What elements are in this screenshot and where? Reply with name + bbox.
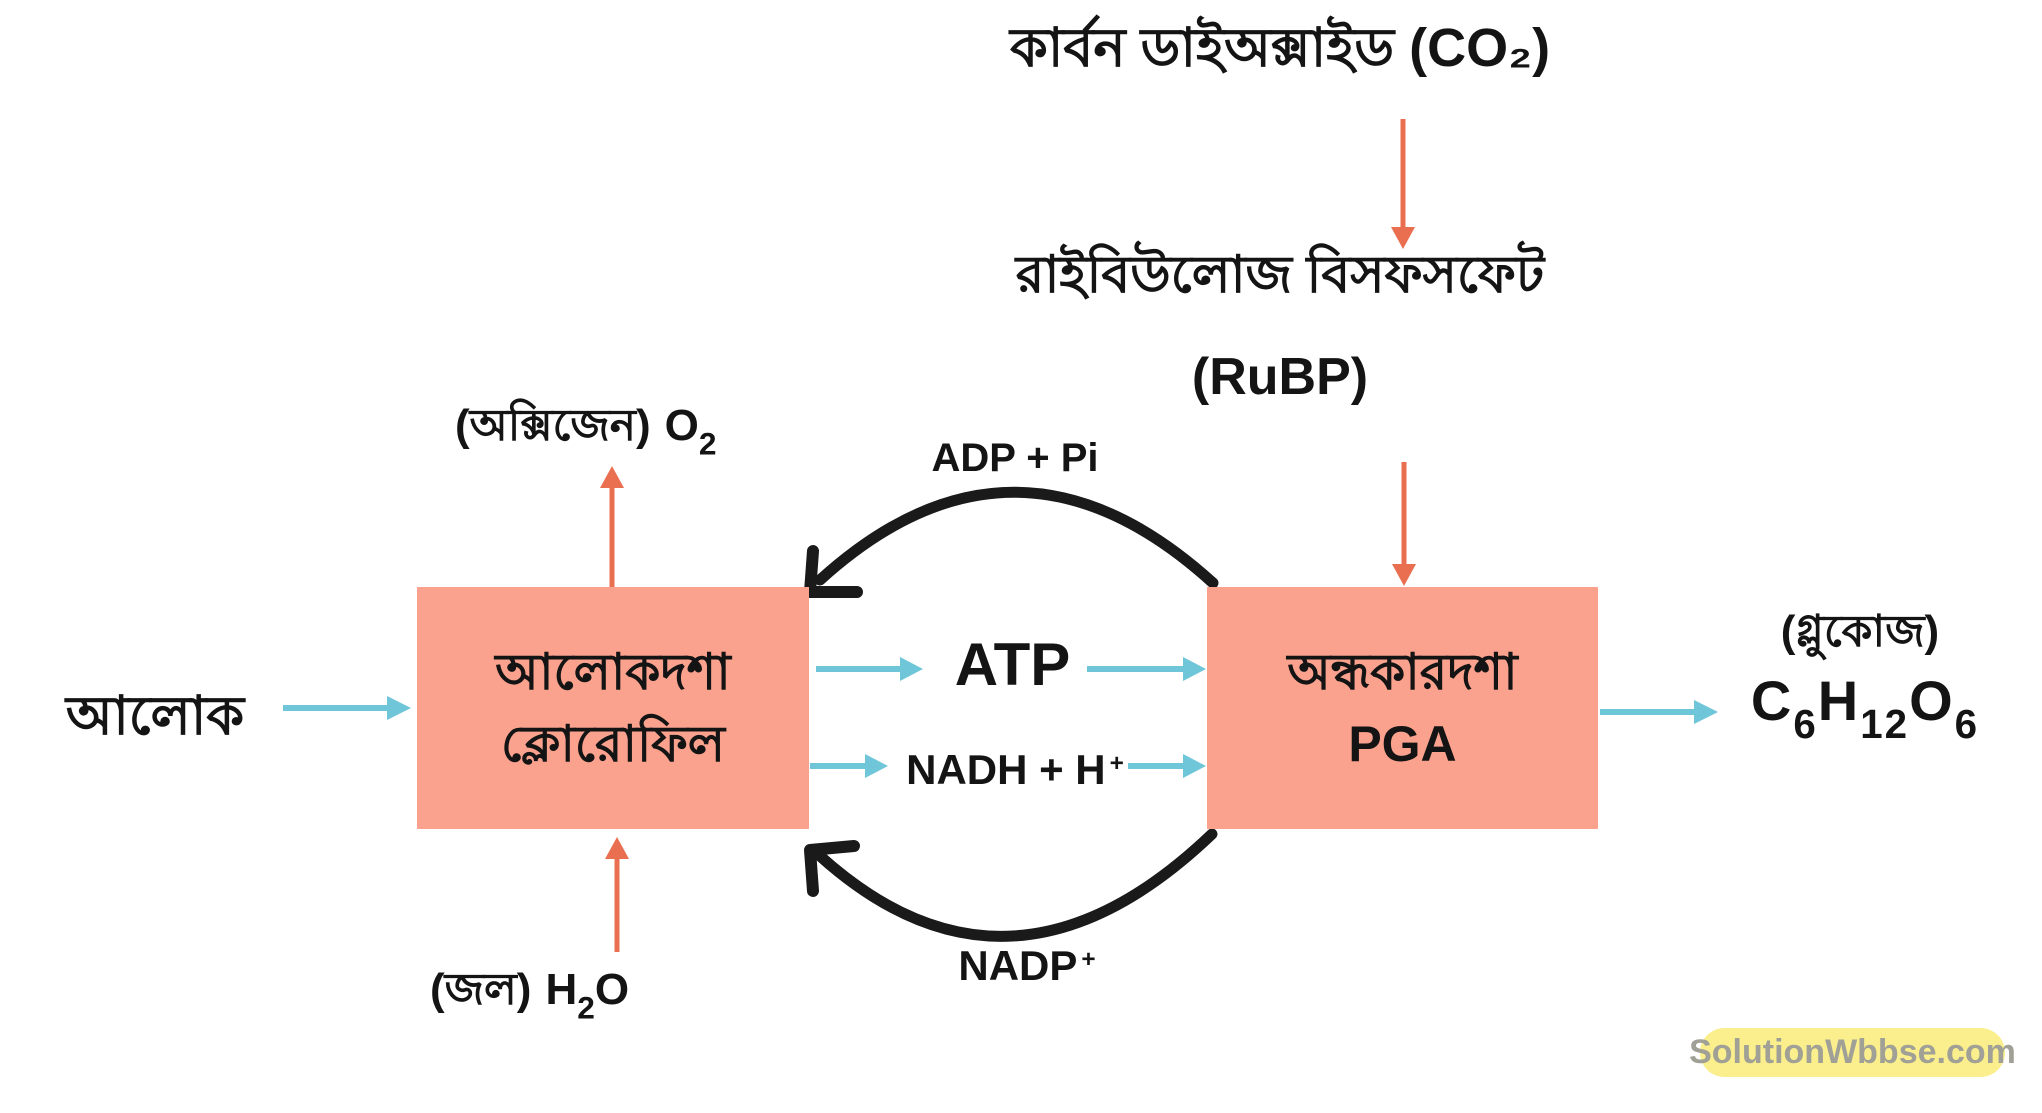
- arrow-light-to-lightbox-icon: [283, 696, 411, 720]
- rubp-label-line2: (RuBP): [1191, 348, 1369, 406]
- dark-phase-box: অন্ধকারদশা PGA: [1207, 587, 1598, 829]
- glucose-formula-label: C6H12O6: [1725, 668, 2005, 744]
- watermark-badge: SolutionWbbse.com: [1689, 1028, 2016, 1077]
- glucose-c: C: [1750, 669, 1794, 732]
- atp-label: ATP: [954, 631, 1071, 698]
- arrow-water-to-lightbox-icon: [605, 837, 629, 952]
- oxygen-label: (অক্সিজেন) O2: [455, 392, 795, 465]
- water-label: (জল) H2O: [430, 956, 710, 1029]
- light-phase-box: আলোকদশা ক্লোরোফিল: [417, 587, 809, 829]
- nadh-base: NADH + H: [906, 746, 1106, 793]
- nadh-plus: +: [1109, 749, 1124, 777]
- arrow-lightbox-to-oxygen-icon: [600, 466, 624, 587]
- water-name: (জল): [430, 965, 532, 1014]
- arrow-nadh-to-darkbox-icon: [1128, 754, 1206, 778]
- arrow-darkbox-to-glucose-icon: [1600, 700, 1718, 724]
- nadp-base: NADP: [958, 942, 1078, 989]
- co2-title: কার্বন ডাইঅক্সাইড (CO₂): [1009, 18, 1551, 78]
- arrow-adp-return-curve-icon: [804, 486, 1219, 598]
- dark-phase-label: অন্ধকারদশা: [1287, 644, 1518, 700]
- arrow-atp-to-darkbox-icon: [1087, 657, 1206, 681]
- nadp-plus: +: [1081, 945, 1096, 973]
- chlorophyll-label: ক্লোরোফিল: [500, 716, 726, 772]
- glucose-name-label: (গ্লুকোজ): [1780, 607, 1940, 656]
- glucose-c-sub: 6: [1793, 701, 1818, 748]
- pga-label: PGA: [1348, 716, 1457, 772]
- arrow-lightbox-to-nadh-icon: [810, 754, 888, 778]
- adp-pi-label: ADP + Pi: [931, 436, 1099, 480]
- water-h: H: [545, 965, 578, 1014]
- oxygen-symbol: O: [664, 401, 699, 450]
- light-input-label: আলোক: [65, 686, 245, 746]
- oxygen-subscript: 2: [698, 425, 717, 462]
- rubp-label-line1: রাইবিউলোজ বিসফসফেট: [1015, 246, 1545, 304]
- glucose-h: H: [1817, 669, 1861, 732]
- nadh-label: NADH + H+: [880, 746, 1150, 794]
- glucose-o: O: [1909, 669, 1955, 732]
- glucose-h-sub: 12: [1860, 701, 1910, 748]
- arrow-co2-to-rubp-icon: [1391, 119, 1415, 249]
- oxygen-name: (অক্সিজেন): [455, 401, 651, 450]
- water-subscript: 2: [577, 989, 595, 1026]
- glucose-o-sub: 6: [1954, 701, 1980, 748]
- watermark-text: SolutionWbbse.com: [1689, 1033, 2016, 1071]
- arrow-rubp-to-darkbox-icon: [1392, 462, 1416, 586]
- arrow-nadp-return-curve-icon: [804, 828, 1218, 942]
- light-phase-label: আলোকদশা: [495, 644, 731, 700]
- arrow-lightbox-to-atp-icon: [816, 657, 923, 681]
- water-o: O: [594, 965, 630, 1014]
- nadp-label: NADP+: [927, 942, 1127, 990]
